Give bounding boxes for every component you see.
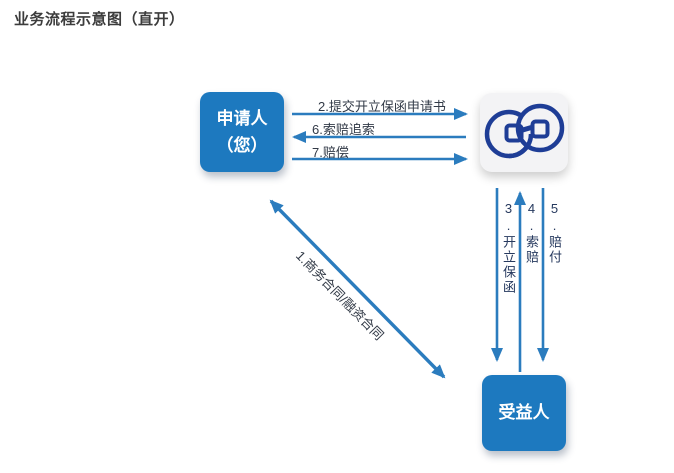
label-payout: 5.赔付 — [547, 201, 562, 265]
label-contract: 1.商务合同/融资合同 — [292, 247, 387, 343]
arrow-contract — [269, 199, 446, 379]
label-issue-guarantee: 3.开立保函 — [501, 201, 516, 295]
label-compensation: 7.赔偿 — [312, 145, 349, 160]
node-applicant: 申请人 （您） — [200, 92, 284, 172]
page-title: 业务流程示意图（直开） — [14, 11, 185, 28]
beneficiary-label: 受益人 — [498, 403, 550, 422]
applicant-label-line1: 申请人 — [216, 109, 268, 128]
node-beneficiary: 受益人 — [482, 375, 566, 451]
bank-logo-icon — [480, 93, 568, 172]
label-claim: 4.索赔 — [524, 201, 539, 265]
applicant-label-line2: （您） — [216, 136, 268, 155]
label-submit-application: 2.提交开立保函申请书 — [318, 99, 446, 114]
label-recourse: 6.索赔追索 — [312, 122, 375, 137]
node-bank — [480, 93, 568, 172]
